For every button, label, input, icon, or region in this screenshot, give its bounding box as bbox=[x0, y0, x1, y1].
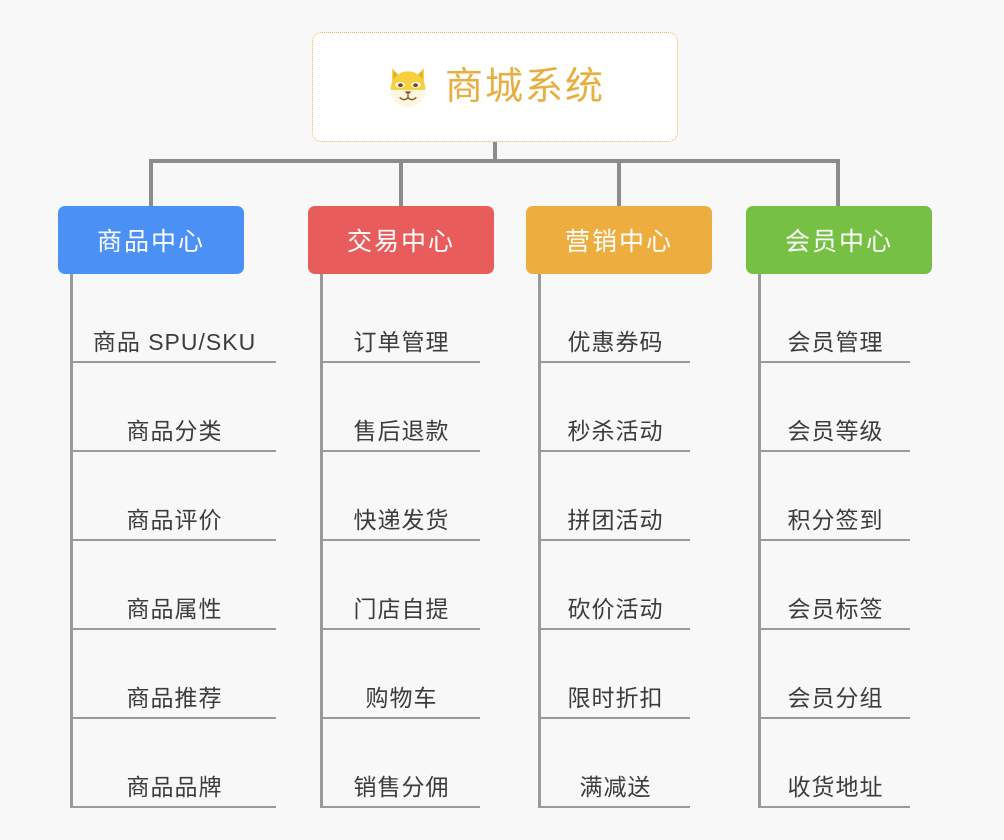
list-item[interactable]: 砍价活动 bbox=[541, 541, 690, 630]
list-item-label: 商品品牌 bbox=[126, 773, 223, 800]
list-item[interactable]: 售后退款 bbox=[323, 363, 480, 452]
list-item[interactable]: 门店自提 bbox=[323, 541, 480, 630]
list-item-label: 快递发货 bbox=[353, 506, 450, 533]
category-box-3[interactable]: 营销中心 bbox=[526, 206, 712, 274]
category-box-2[interactable]: 交易中心 bbox=[308, 206, 494, 274]
list-item-label: 秒杀活动 bbox=[567, 417, 664, 444]
item-list-column-3: 优惠券码 秒杀活动 拼团活动 砍价活动 限时折扣 满减送 bbox=[538, 274, 690, 808]
list-item[interactable]: 商品 SPU/SKU bbox=[73, 274, 276, 363]
list-item-label: 商品属性 bbox=[126, 595, 223, 622]
list-item[interactable]: 商品分类 bbox=[73, 363, 276, 452]
list-item[interactable]: 拼团活动 bbox=[541, 452, 690, 541]
category-title-2: 交易中心 bbox=[346, 228, 455, 256]
list-item-label: 拼团活动 bbox=[567, 506, 664, 533]
list-item[interactable]: 订单管理 bbox=[323, 274, 480, 363]
list-item[interactable]: 会员管理 bbox=[761, 274, 910, 363]
list-item[interactable]: 秒杀活动 bbox=[541, 363, 690, 452]
item-list-column-1: 商品 SPU/SKU 商品分类 商品评价 商品属性 商品推荐 商品品牌 bbox=[70, 274, 276, 808]
item-list-column-2: 订单管理 售后退款 快递发货 门店自提 购物车 销售分佣 bbox=[320, 274, 480, 808]
list-item[interactable]: 优惠券码 bbox=[541, 274, 690, 363]
list-item-label: 限时折扣 bbox=[567, 684, 664, 711]
shiba-dog-icon bbox=[390, 68, 426, 108]
item-list-column-4: 会员管理 会员等级 积分签到 会员标签 会员分组 收货地址 bbox=[758, 274, 910, 808]
list-item[interactable]: 满减送 bbox=[541, 719, 690, 808]
connector-drop-3 bbox=[617, 159, 621, 206]
list-item-label: 会员标签 bbox=[787, 595, 884, 622]
list-item[interactable]: 会员分组 bbox=[761, 630, 910, 719]
list-item-label: 门店自提 bbox=[353, 595, 450, 622]
connector-drop-1 bbox=[149, 159, 153, 206]
category-title-4: 会员中心 bbox=[784, 228, 893, 256]
list-item-label: 会员分组 bbox=[787, 684, 884, 711]
list-item-label: 商品推荐 bbox=[126, 684, 223, 711]
list-item[interactable]: 商品品牌 bbox=[73, 719, 276, 808]
list-item[interactable]: 商品属性 bbox=[73, 541, 276, 630]
category-title-3: 营销中心 bbox=[564, 228, 673, 256]
list-item[interactable]: 限时折扣 bbox=[541, 630, 690, 719]
list-item[interactable]: 会员等级 bbox=[761, 363, 910, 452]
root-node[interactable]: 商城系统 bbox=[312, 32, 678, 142]
category-box-4[interactable]: 会员中心 bbox=[746, 206, 932, 274]
category-box-1[interactable]: 商品中心 bbox=[58, 206, 244, 274]
list-item[interactable]: 购物车 bbox=[323, 630, 480, 719]
list-item-label: 订单管理 bbox=[353, 328, 450, 355]
list-item-label: 销售分佣 bbox=[353, 773, 450, 800]
connector-drop-2 bbox=[399, 159, 403, 206]
connector-drop-4 bbox=[836, 159, 840, 206]
list-item-label: 会员等级 bbox=[787, 417, 884, 444]
connector-horizontal-bus bbox=[149, 159, 840, 163]
category-title-1: 商品中心 bbox=[96, 228, 205, 256]
list-item[interactable]: 快递发货 bbox=[323, 452, 480, 541]
list-item-label: 砍价活动 bbox=[567, 595, 664, 622]
list-item-label: 商品评价 bbox=[126, 506, 223, 533]
list-item-label: 商品 SPU/SKU bbox=[92, 328, 257, 355]
list-item-label: 优惠券码 bbox=[567, 328, 664, 355]
list-item-label: 满减送 bbox=[579, 773, 652, 800]
list-item-label: 购物车 bbox=[365, 684, 438, 711]
list-item-label: 积分签到 bbox=[787, 506, 884, 533]
list-item[interactable]: 商品推荐 bbox=[73, 630, 276, 719]
list-item-label: 收货地址 bbox=[787, 773, 884, 800]
list-item[interactable]: 收货地址 bbox=[761, 719, 910, 808]
root-title: 商城系统 bbox=[444, 66, 605, 108]
list-item[interactable]: 销售分佣 bbox=[323, 719, 480, 808]
list-item[interactable]: 积分签到 bbox=[761, 452, 910, 541]
connector-root-stem bbox=[493, 142, 497, 163]
list-item-label: 售后退款 bbox=[353, 417, 450, 444]
list-item-label: 商品分类 bbox=[126, 417, 223, 444]
list-item[interactable]: 会员标签 bbox=[761, 541, 910, 630]
list-item[interactable]: 商品评价 bbox=[73, 452, 276, 541]
list-item-label: 会员管理 bbox=[787, 328, 884, 355]
